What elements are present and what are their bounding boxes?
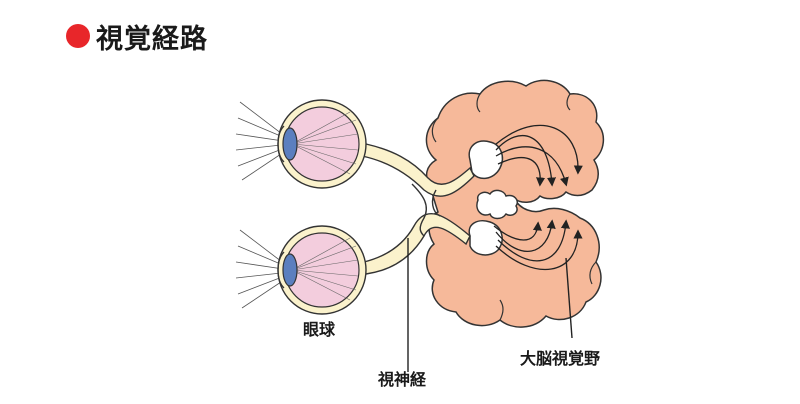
brain <box>425 79 605 328</box>
lower-optic-nerve <box>363 213 471 275</box>
lower-eyeball <box>235 225 367 315</box>
page-title: 視覚経路 <box>96 23 208 55</box>
visual-cortex-leader <box>565 257 573 339</box>
optic-radiations <box>493 124 583 271</box>
upper-eyeball <box>235 99 367 189</box>
lower-lens <box>282 253 298 287</box>
visual-cortex-label: 大脳視覚野 <box>520 349 600 368</box>
eyeball-label: 眼球 <box>303 320 336 339</box>
lower-lgn <box>468 220 503 256</box>
upper-optic-nerve <box>361 143 475 197</box>
upper-lens <box>282 127 298 161</box>
optic-chiasm <box>411 183 428 237</box>
optic-nerves <box>361 143 475 275</box>
optic-nerve-label: 視神経 <box>377 370 427 389</box>
midline-structure <box>476 189 518 220</box>
upper-lgn <box>468 140 504 180</box>
red-bullet-icon <box>66 24 90 48</box>
title-row: 視覚経路 <box>66 16 208 56</box>
